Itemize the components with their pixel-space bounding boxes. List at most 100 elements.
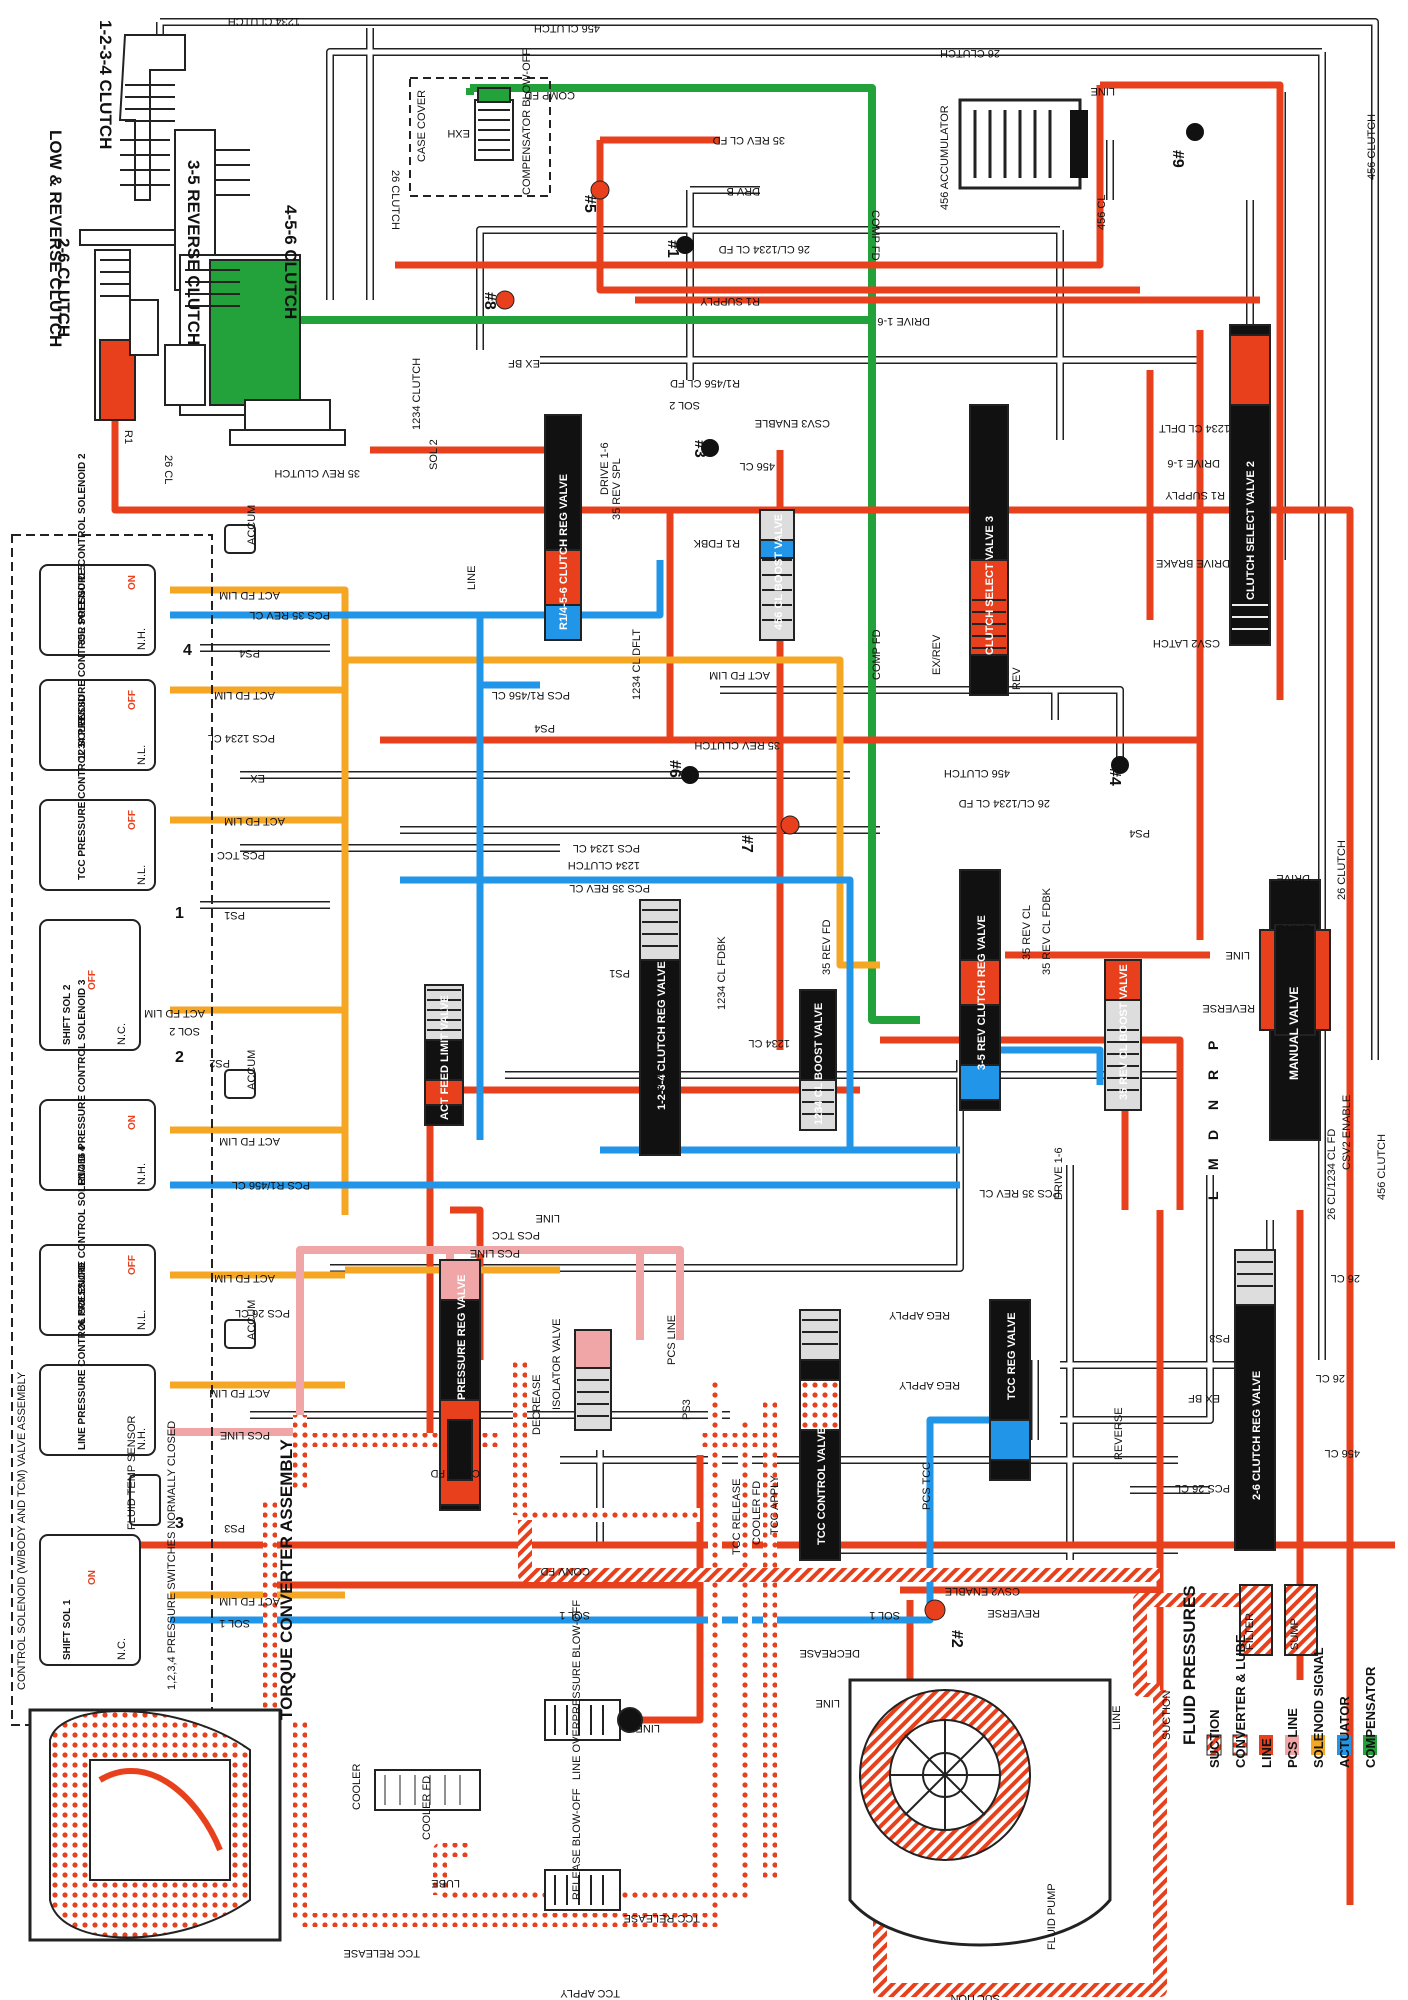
legend-swatch-solenoid-signal xyxy=(1311,1735,1325,1755)
label-456-clutch-mid: 456 CLUTCH xyxy=(944,767,1010,779)
label-26cl-1234-fd-v: 26 CL/1234 CL FD xyxy=(1326,1129,1338,1220)
label-drive-1-6-v: DRIVE 1-6 xyxy=(599,442,611,495)
label-pcs-r1-456-cl-1: PCS R1/456 CL xyxy=(492,689,570,701)
solenoid-signal-passages xyxy=(170,586,880,1599)
label-rev: REV xyxy=(1011,667,1023,690)
label-act-fd-lim-3: ACT FD LIM xyxy=(214,689,275,701)
label-reverse-manual: REVERSE xyxy=(1202,1002,1255,1014)
fluid-pump xyxy=(848,1678,1112,1947)
label-clutch-456: 4-5-6 CLUTCH xyxy=(281,205,300,319)
label-pcs-line-1: PCS LINE xyxy=(470,1247,520,1259)
label-sump: SUMP xyxy=(1289,1618,1301,1650)
compensator-passages xyxy=(230,84,920,1024)
label-pcs-35-rev-cl-2: PCS 35 REV CL xyxy=(569,882,650,894)
manual-pos-m: M xyxy=(1205,1158,1221,1170)
label-26-reg: 2-6 CLUTCH REG VALVE xyxy=(1251,1371,1263,1500)
accum-2: ACCUM xyxy=(246,1050,258,1090)
label-suction-right: SUCTION xyxy=(1161,1690,1173,1740)
label-ex-bf-r: EX BF xyxy=(1188,1392,1220,1404)
switch-1: 1 xyxy=(175,905,184,922)
label-35-rev-fd: 35 REV FD xyxy=(821,919,833,975)
label-act-fd-lim-8: ACT FD LIM xyxy=(209,1387,270,1399)
label-csv3-enable: CSV3 ENABLE xyxy=(755,417,830,429)
label-r1-fdbk: R1 FDBK xyxy=(693,537,740,549)
label-clutch-26: 2-6 CLUTCH xyxy=(54,238,73,337)
checkball-3: #3 xyxy=(691,440,708,458)
sol-4-type: N.H. xyxy=(136,1163,148,1185)
label-456-clutch-right: 456 CLUTCH xyxy=(1366,114,1378,180)
label-r1-456-cl-fd: R1/456 CL FD xyxy=(670,377,740,389)
label-26-cl-r: 26 CL xyxy=(1331,1272,1360,1284)
label-csv2-enable-v: CSV2 ENABLE xyxy=(1341,1095,1353,1170)
label-pcs-tcc-1: PCS TCC xyxy=(217,849,265,861)
label-reverse-v: REVERSE xyxy=(1113,1407,1125,1460)
label-drive-1: DRIVE xyxy=(1276,872,1310,884)
checkball-2: #2 xyxy=(948,1630,965,1648)
legend xyxy=(1206,1734,1377,1756)
label-act-fd-lim-6: ACT FD LIM xyxy=(219,1135,280,1147)
sol-2-state: OFF xyxy=(127,810,138,830)
checkball-1: #1 xyxy=(664,240,681,258)
converter-lube-passages xyxy=(263,1360,777,1927)
label-ex-1: EX xyxy=(250,772,265,784)
label-p456: 456 CLUTCH xyxy=(534,22,600,34)
sol-3-type: N.C. xyxy=(116,1023,128,1045)
sol-1-state: OFF xyxy=(127,690,138,710)
label-fluid-temp-sensor: FLUID TEMP SENSOR xyxy=(126,1415,138,1530)
label-26-clutch-right: 26 CLUTCH xyxy=(1336,840,1348,900)
label-tcc-apply: TCC APPLY xyxy=(560,1987,620,1999)
label-release-blowoff: RELEASE BLOW-OFF xyxy=(571,1788,583,1900)
label-act-fd-lim-7: ACT FD LIM xyxy=(214,1272,275,1284)
checkball-6: #6 xyxy=(666,760,683,778)
sol-4-state: ON xyxy=(127,1115,138,1130)
legend-item-line: LINE xyxy=(1259,1738,1274,1768)
label-decrease-v: DECREASE xyxy=(531,1374,543,1435)
label-tcc-release: TCC RELEASE xyxy=(624,1912,700,1924)
legend-title: FLUID PRESSURES xyxy=(1180,1585,1199,1745)
manual-pos-l: L xyxy=(1205,1191,1221,1200)
label-comp-fd-mid: COMP FD xyxy=(871,629,883,680)
label-act-fd-lim-1: ACT FD LIM xyxy=(219,589,280,601)
label-456-cl-r: 456 CL xyxy=(1325,1447,1360,1459)
label-comp-fd: COMP FD xyxy=(524,89,575,101)
label-drive-2: DRIVE xyxy=(1276,902,1310,914)
label-sol1-2: SOL 1 xyxy=(559,1609,590,1621)
label-ps1-2: PS1 xyxy=(609,967,630,979)
manual-pos-r: R xyxy=(1205,1070,1221,1080)
checkball-5: #5 xyxy=(581,195,598,213)
sol-3-title: SHIFT SOL 2 xyxy=(62,984,73,1045)
label-sol2-2: SOL 2 xyxy=(169,1025,200,1037)
label-35-reg: 3-5 REV CLUTCH REG VALVE xyxy=(976,915,988,1070)
checkball-9: #9 xyxy=(1169,150,1186,168)
label-26-clutch-v: 26 CLUTCH xyxy=(389,170,401,230)
label-tcc-release-v: TCC RELEASE xyxy=(731,1479,743,1555)
sol-5-title: 26 PRESSURE CONTROL SOLENOID 4 xyxy=(77,1145,88,1330)
label-shtl: SHTL xyxy=(651,1067,663,1095)
label-456-cl: 456 CL xyxy=(740,460,775,472)
label-cooler: COOLER xyxy=(351,1763,363,1810)
sol-6-type: N.H. xyxy=(136,1428,148,1450)
legend-item-compensator: COMPENSATOR xyxy=(1363,1666,1378,1768)
label-ps2: PS2 xyxy=(209,1057,230,1069)
solenoid-bodies xyxy=(11,524,256,1726)
label-isolator-valve: ISOLATOR VALVE xyxy=(551,1319,563,1411)
label-pcs-tcc-2: PCS TCC xyxy=(492,1229,540,1241)
label-ps3-v: PS3 xyxy=(681,1399,693,1420)
switch-3: 3 xyxy=(175,1515,184,1532)
label-1234-clutch-v: 1234 CLUTCH xyxy=(411,358,423,430)
label-ps3: PS3 xyxy=(224,1522,245,1534)
label-compensator-blowoff: COMPENSATOR BLOW-OFF xyxy=(521,49,533,195)
label-cooler-fd-2: COOLER FD xyxy=(421,1776,433,1840)
sol-7-state: ON xyxy=(87,1570,98,1585)
blow-offs xyxy=(544,1699,643,1911)
label-1234-cl: 1234 CL xyxy=(748,1037,790,1049)
suction-passages xyxy=(518,1520,1250,1997)
label-decrease: DECREASE xyxy=(799,1647,860,1659)
label-sol2: SOL 2 xyxy=(669,399,700,411)
label-line-v: LINE xyxy=(466,566,478,590)
label-reg-apply-1: REG APPLY xyxy=(888,1309,950,1321)
label-ps1: PS1 xyxy=(224,909,245,921)
label-drive-3: DRIVE xyxy=(1276,922,1310,934)
legend-item-converter: CONVERTER & LUBE xyxy=(1233,1634,1248,1768)
